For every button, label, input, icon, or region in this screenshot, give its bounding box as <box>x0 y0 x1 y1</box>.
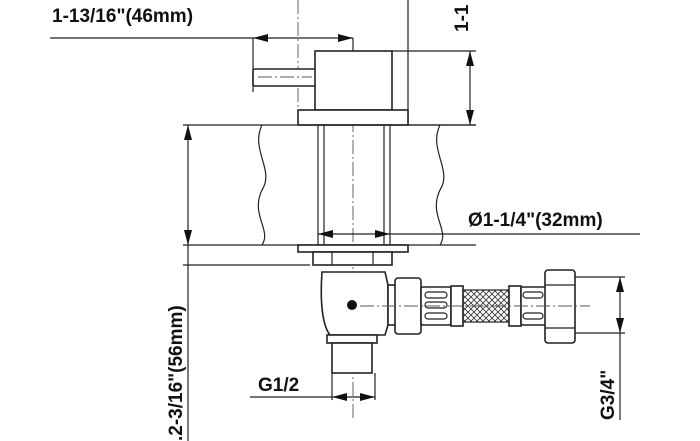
handle <box>252 50 409 126</box>
valve-dot <box>347 300 357 310</box>
handle-offset-dimension: 1-13/16"(46mm) <box>50 6 354 92</box>
hole-diameter-dimension: Ø1-1/4"(32mm) <box>318 210 640 238</box>
angle-valve <box>297 244 409 374</box>
outlet-thread-dimension: G3/4" <box>575 276 625 420</box>
outlet-thread-label: G3/4" <box>598 370 619 420</box>
handle-height-label: 1-1 <box>452 4 473 32</box>
counter-thickness-label: .2-3/16"(56mm) <box>166 305 187 441</box>
handle-height-dimension: 1-1 <box>392 4 476 126</box>
hole-diameter-label: Ø1-1/4"(32mm) <box>468 210 603 231</box>
flex-hose <box>360 269 590 344</box>
countertop <box>183 124 476 246</box>
counter-thickness-dimension: .2-3/16"(56mm) <box>166 125 310 441</box>
handle-offset-label: 1-13/16"(46mm) <box>52 6 193 27</box>
inlet-thread-label: G1/2 <box>258 375 299 396</box>
inlet-thread-dimension: G1/2 <box>250 373 376 401</box>
